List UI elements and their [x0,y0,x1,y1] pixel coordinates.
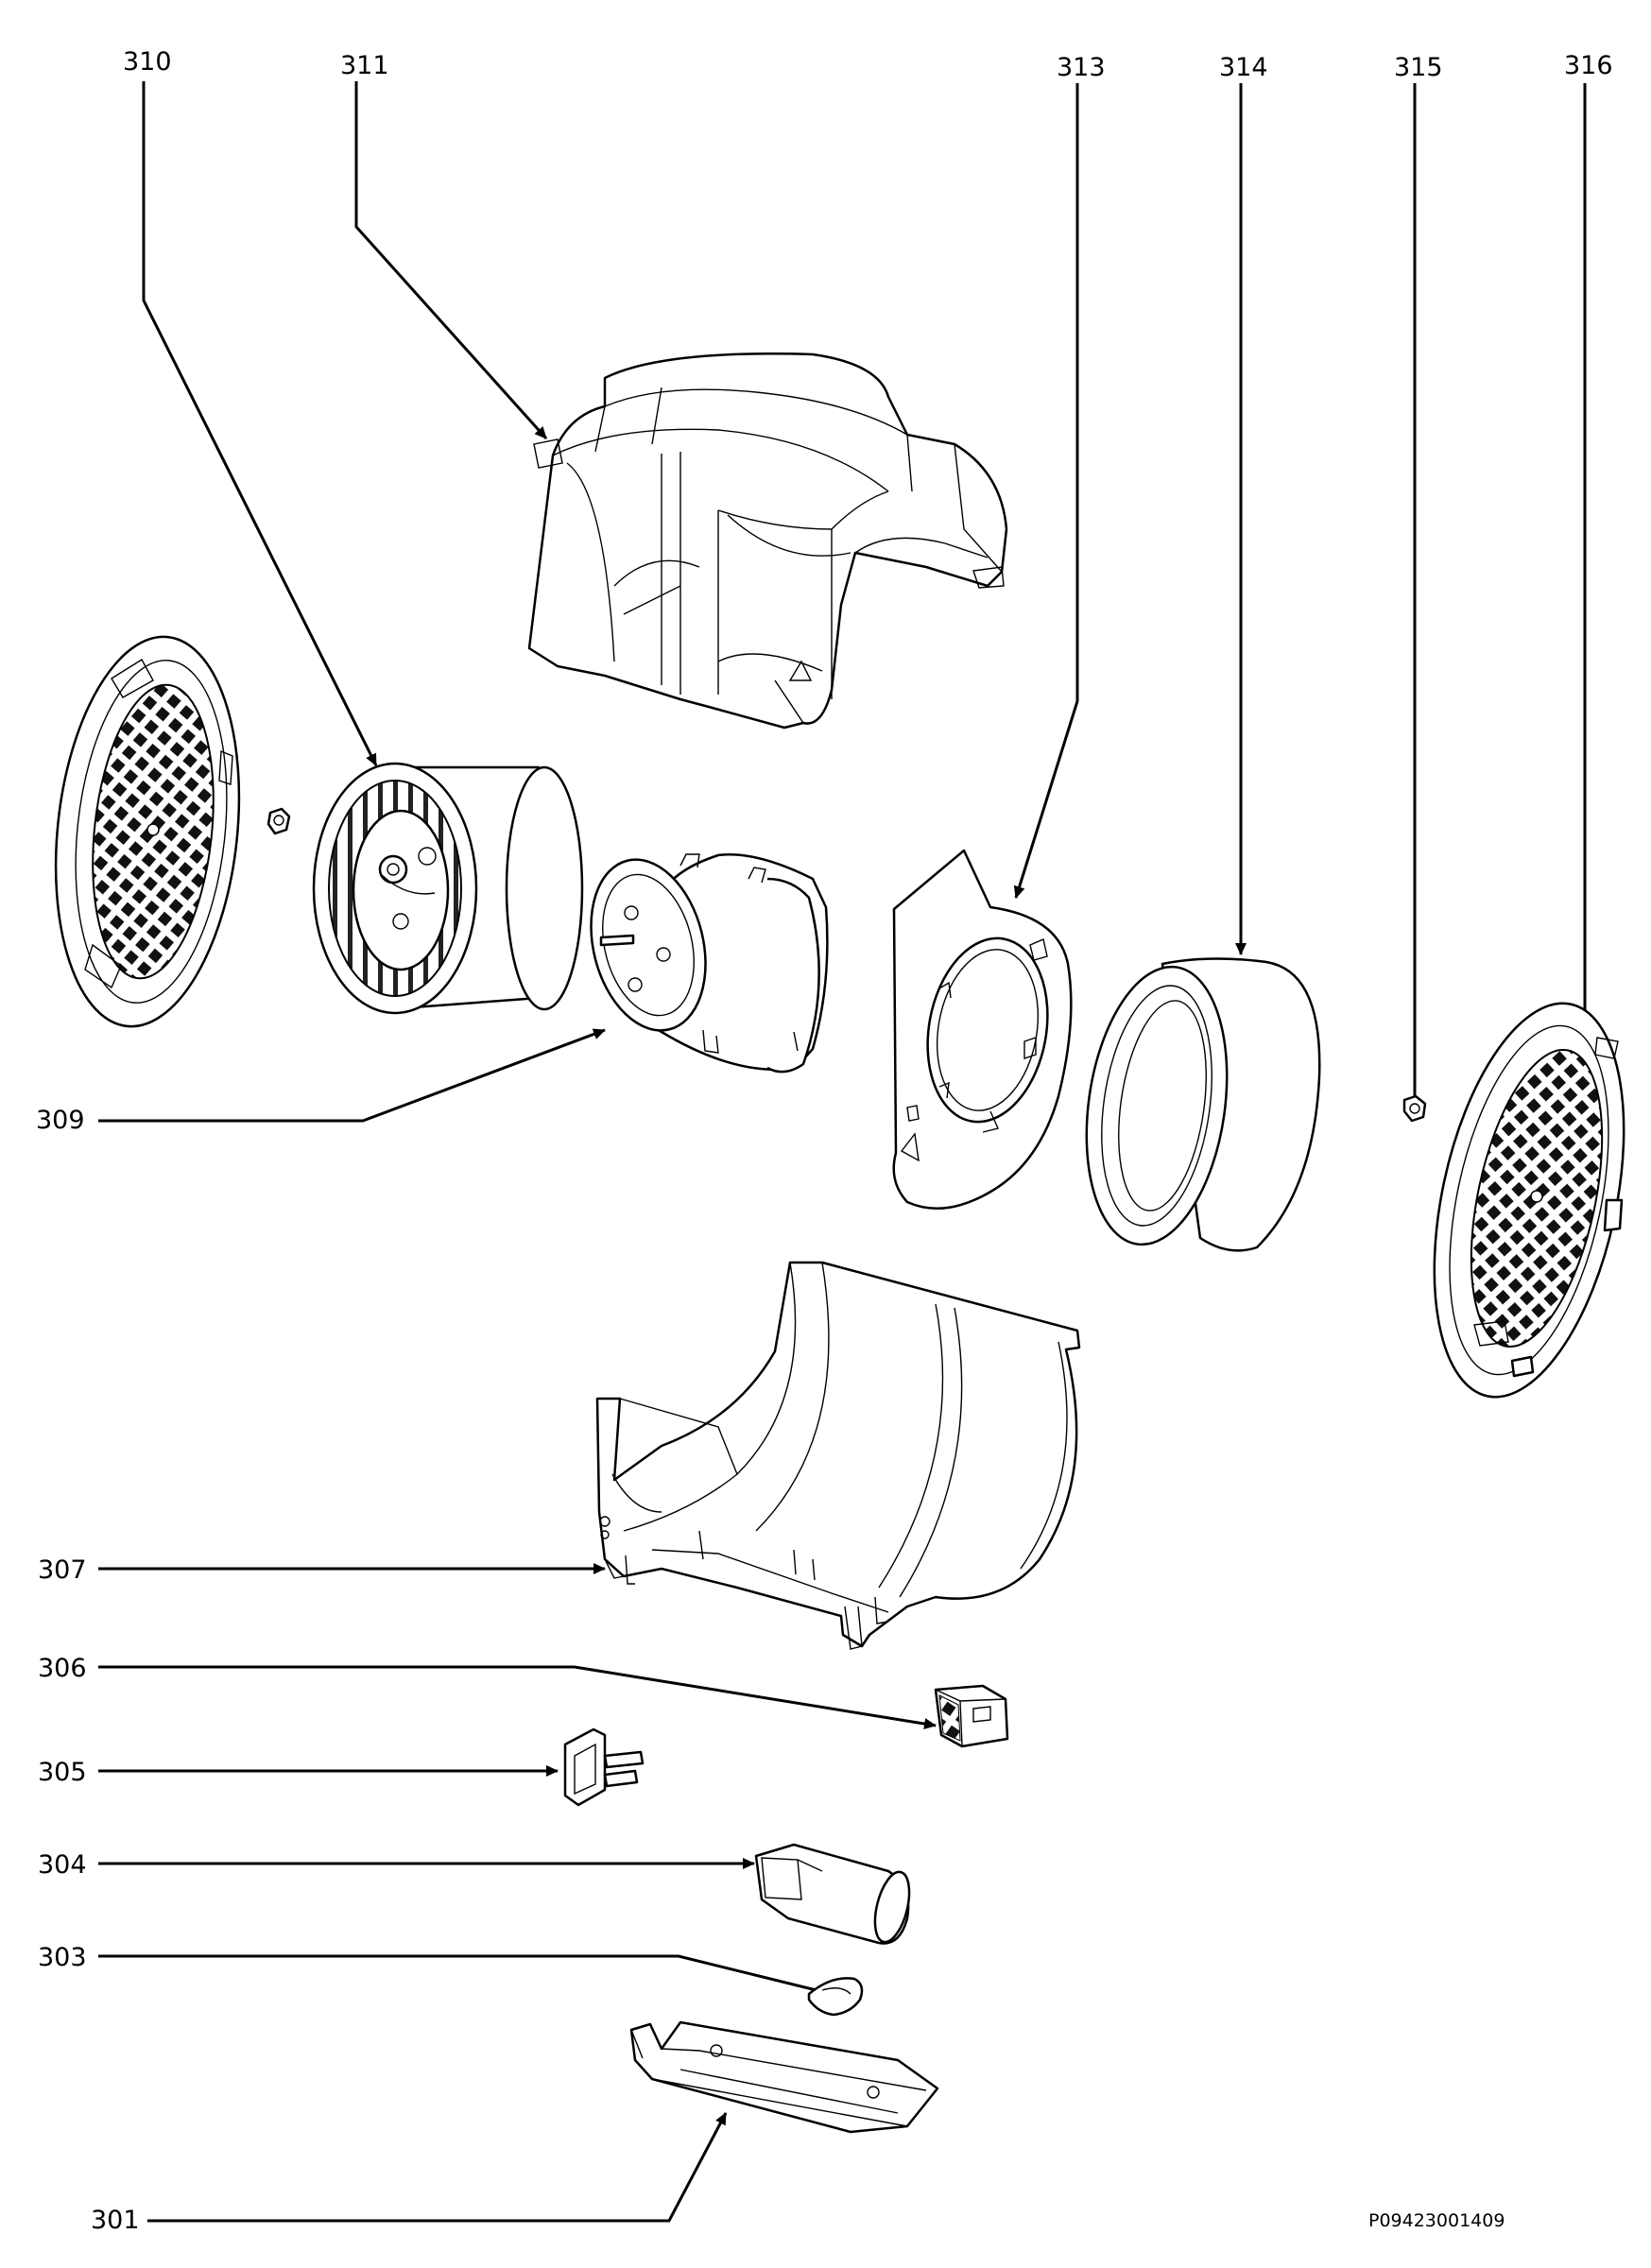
callout-label-301: 301 [91,2206,140,2235]
leader-line-313 [1013,83,1079,899]
part-303-clip [807,1977,864,2017]
callout-label-304: 304 [38,1850,87,1880]
part-304-capacitor [754,1843,911,1945]
callout-label-311: 311 [340,51,389,80]
part-311-upper-scroll-housing [527,352,1008,730]
callout-label-314: 314 [1219,53,1268,82]
callout-label-313: 313 [1057,53,1106,82]
part-307-lower-scroll-housing [595,1261,1081,1650]
callout-label-305: 305 [38,1758,87,1787]
part-314-blower-wheel [1085,957,1321,1252]
left-grille-cover [54,635,241,1028]
part-305-terminal [563,1727,645,1807]
small-nut-left [267,807,291,835]
part-315-nut [1402,1094,1427,1123]
leader-lines [98,81,1591,2223]
callout-label-310: 310 [123,47,172,77]
leader-line-301 [147,2112,728,2223]
drawing-reference-code: P09423001409 [1368,2210,1505,2231]
leader-line-306 [98,1665,937,1730]
callout-label-307: 307 [38,1555,87,1585]
callout-label-316: 316 [1564,51,1613,80]
callout-label-315: 315 [1394,53,1443,82]
callout-label-303: 303 [38,1943,87,1972]
callout-label-306: 306 [38,1654,87,1683]
part-301-cover-plate [629,2020,939,2134]
callout-label-309: 309 [36,1106,85,1135]
leader-line-309 [98,1028,606,1123]
leader-line-311 [354,81,548,440]
part-316-grille-cover [1433,1002,1625,1399]
part-306-connector [934,1684,1009,1748]
leader-line-303 [98,1954,833,1997]
part-309-motor [590,853,829,1074]
part-310-blower-wheel [312,762,584,1015]
leader-line-310 [142,81,378,766]
part-313-scroll-plate [892,849,1073,1210]
